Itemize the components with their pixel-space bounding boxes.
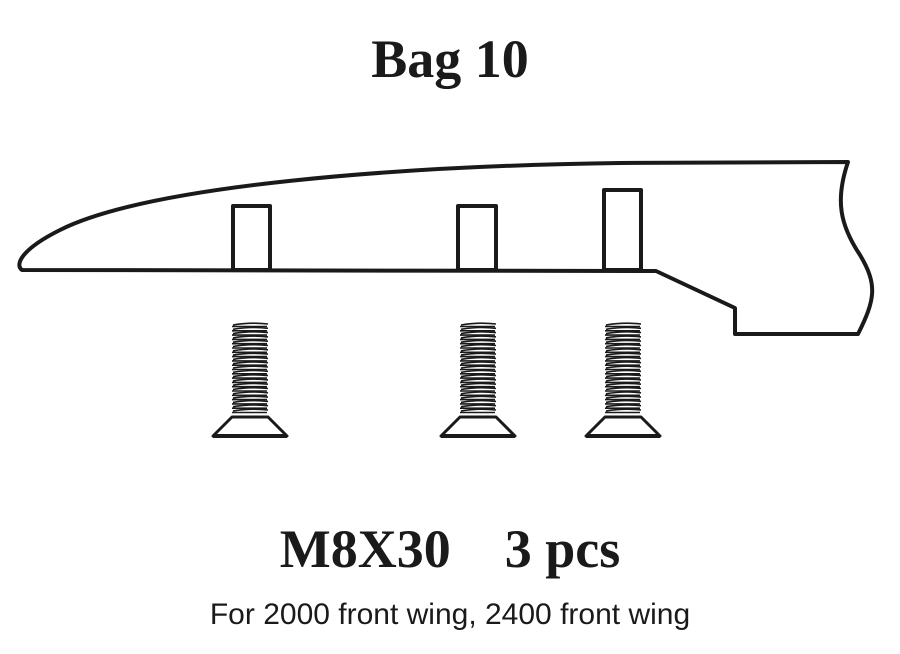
mount-slot-2: [456, 204, 498, 272]
usage-note: For 2000 front wing, 2400 front wing: [209, 598, 691, 631]
screw-icon: [584, 322, 662, 438]
bag-title: Bag 10: [371, 29, 529, 89]
screw-icon: [211, 322, 289, 438]
screw-icon: [439, 322, 517, 438]
wing-outline: [17, 160, 875, 336]
screw-size: M8X30: [279, 519, 451, 579]
mount-slot-1: [231, 204, 272, 272]
screws: [211, 322, 662, 438]
spec-line: M8X30 3 pcs: [0, 518, 900, 580]
mount-slot-3: [602, 188, 643, 272]
screw-quantity: 3 pcs: [504, 519, 621, 579]
